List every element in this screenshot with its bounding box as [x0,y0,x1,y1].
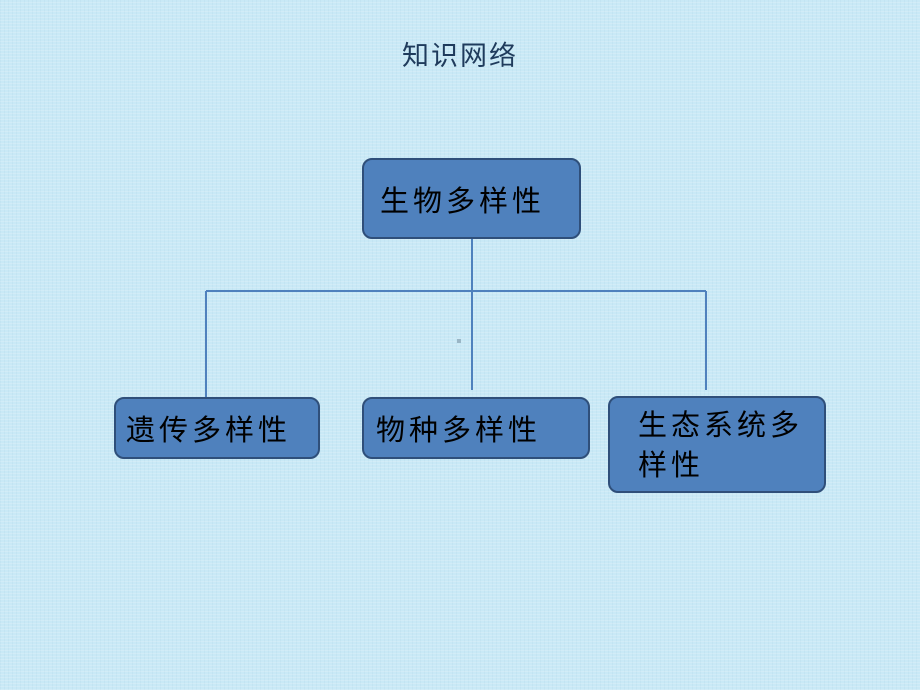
node-root: 生物多样性 [362,158,581,239]
page-title: 知识网络 [402,41,518,72]
node-root-label: 生物多样性 [380,183,546,218]
node-genetic-diversity-label: 遗传多样性 [126,413,292,447]
decorative-dot [457,339,461,343]
node-genetic-diversity: 遗传多样性 [114,397,320,459]
node-ecosystem-diversity: 生态系统多样性 [608,396,826,493]
node-species-diversity: 物种多样性 [362,397,590,459]
node-ecosystem-diversity-label: 生态系统多样性 [638,407,804,482]
node-species-diversity-label: 物种多样性 [376,413,542,447]
